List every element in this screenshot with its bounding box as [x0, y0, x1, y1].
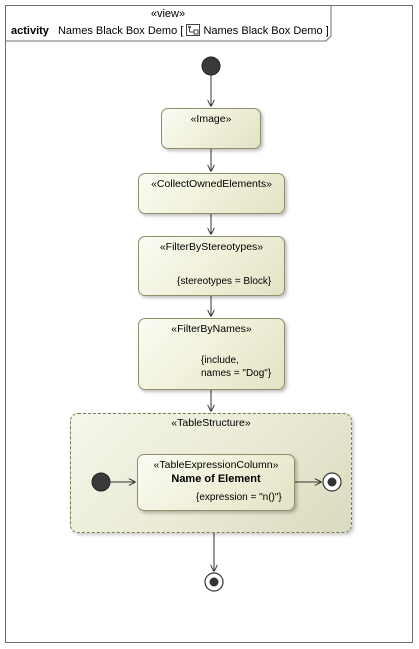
- filter-stereotypes-constraint: {stereotypes = Block}: [177, 276, 272, 287]
- table-structure-title: «TableStructure»: [171, 417, 251, 429]
- filter-names-constraint-include: {include,: [201, 355, 239, 366]
- frame-header: «view» activity Names Black Box Demo [ N…: [5, 5, 331, 41]
- collect-owned-elements-action[interactable]: «CollectOwnedElements»: [138, 173, 285, 214]
- table-column-title: «TableExpressionColumn»: [153, 459, 279, 471]
- frame-bracket-open: [: [180, 25, 184, 37]
- table-expression-column-action[interactable]: «TableExpressionColumn» Name of Element …: [137, 454, 295, 511]
- image-action[interactable]: «Image»: [161, 108, 261, 149]
- frame-stereotype: «view»: [150, 8, 186, 20]
- frame-title: activity Names Black Box Demo [ Names Bl…: [11, 24, 329, 37]
- filter-stereotypes-title: «FilterByStereotypes»: [159, 241, 264, 253]
- collect-title: «CollectOwnedElements»: [151, 178, 272, 190]
- diagram-icon: [186, 24, 201, 36]
- frame-bracket-close: ]: [325, 25, 329, 37]
- image-title: «Image»: [190, 113, 232, 125]
- filter-by-stereotypes-action[interactable]: «FilterByStereotypes» {stereotypes = Blo…: [138, 236, 285, 296]
- frame-reference: Names Black Box Demo: [203, 25, 323, 37]
- filter-names-constraint-names: names = "Dog"}: [201, 368, 272, 379]
- frame-tab-outline: [5, 5, 332, 42]
- activity-frame: [5, 5, 413, 643]
- table-column-constraint: {expression = "n()"}: [196, 492, 282, 503]
- frame-name: Names Black Box Demo: [57, 25, 178, 37]
- initial-node[interactable]: [201, 56, 221, 76]
- filter-by-names-action[interactable]: «FilterByNames» {include, names = "Dog"}: [138, 318, 285, 390]
- table-column-name: Name of Element: [171, 473, 261, 485]
- frame-kind: activity: [11, 25, 49, 37]
- activity-final-node-inner: [209, 577, 219, 587]
- filter-names-title: «FilterByNames»: [171, 323, 252, 335]
